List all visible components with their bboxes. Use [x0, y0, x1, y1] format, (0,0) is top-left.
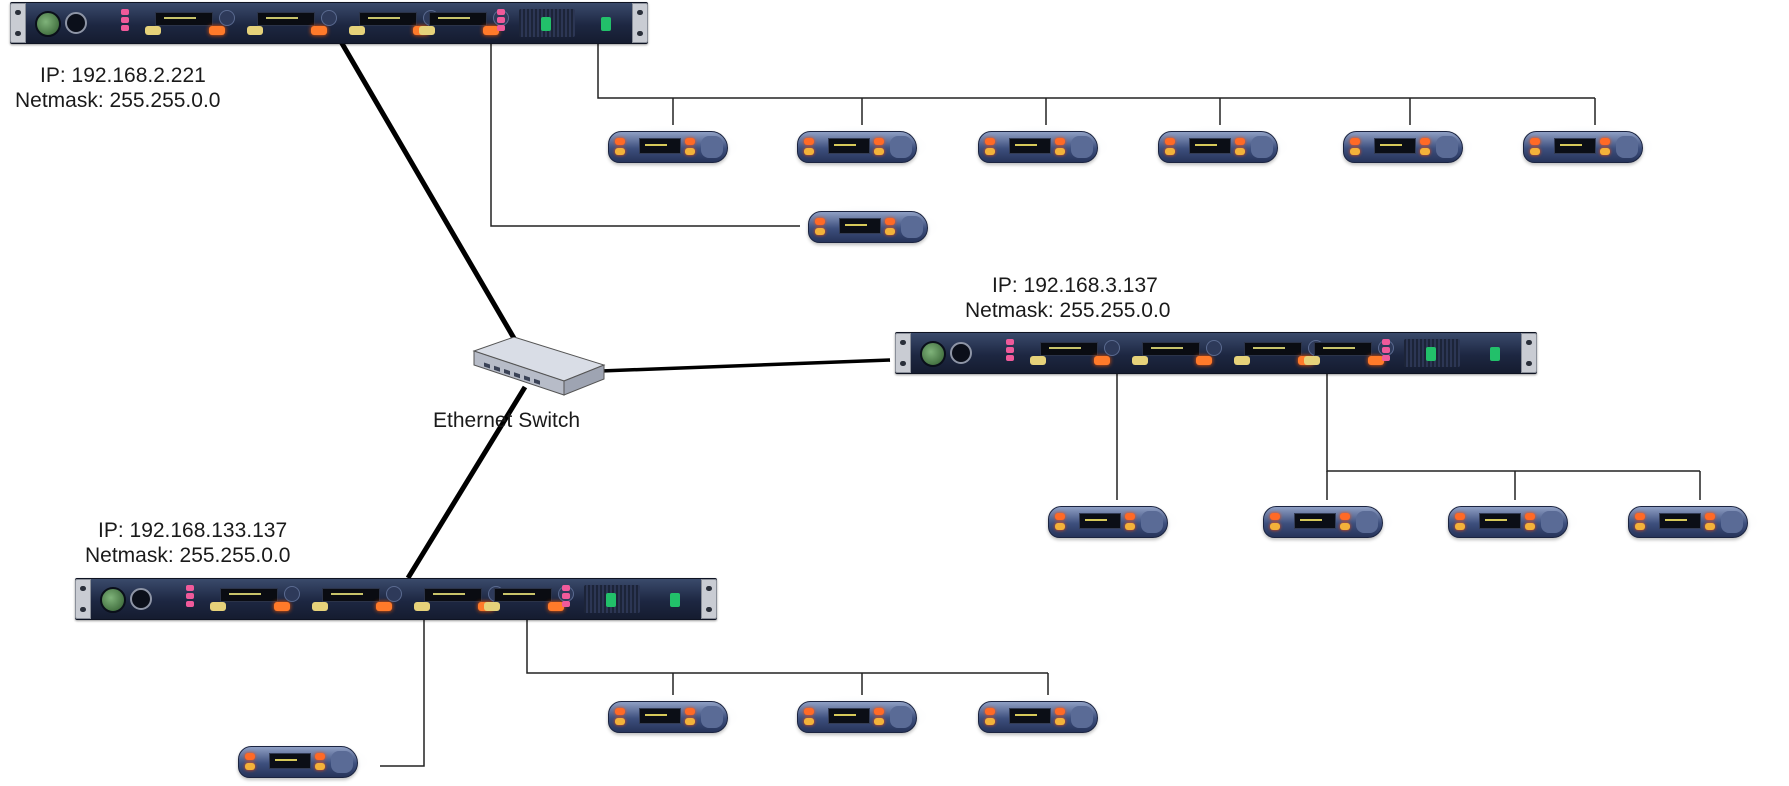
partyline-bottom-group: [526, 618, 1048, 674]
channel-panel: [1230, 340, 1330, 366]
middle-station-ip-label: IP: 192.168.3.137: [992, 274, 1158, 297]
beltpack: [1515, 125, 1655, 169]
led-column: [497, 9, 505, 37]
ethernet-switch-label: Ethernet Switch: [433, 409, 581, 432]
beltpack: [1255, 500, 1395, 544]
headset-knob: [100, 587, 126, 613]
cable-switch-to-bottom-station: [405, 385, 528, 580]
beltpack: [1440, 500, 1580, 544]
headset-jack: [65, 12, 87, 34]
volume-indicator: [670, 593, 680, 607]
main-station-middle: [895, 332, 1537, 374]
rack-ear: [895, 333, 911, 373]
main-station-bottom: [75, 578, 717, 620]
beltpack: [970, 125, 1110, 169]
main-station-top: [10, 2, 648, 44]
bottom-station-netmask-label: Netmask: 255.255.0.0: [85, 544, 291, 567]
volume-indicator: [1490, 347, 1500, 361]
beltpack: [1150, 125, 1290, 169]
cable-top-station-to-switch: [337, 38, 525, 354]
cable-switch-to-middle-station: [574, 358, 891, 374]
channel-panel: [1128, 340, 1228, 366]
beltpack: [1335, 125, 1475, 169]
top-station-ip-label: IP: 192.168.2.221: [40, 64, 206, 87]
channel-panel: [1026, 340, 1126, 366]
top-station-netmask-label: Netmask: 255.255.0.0: [15, 89, 221, 112]
led-column: [562, 585, 570, 613]
beltpack: [600, 695, 740, 739]
channel-panel: [141, 10, 241, 36]
beltpack: [1040, 500, 1180, 544]
channel-panel: [308, 586, 408, 612]
bottom-station-ip-label: IP: 192.168.133.137: [98, 519, 288, 542]
headset-knob: [920, 341, 946, 367]
beltpack: [1620, 500, 1760, 544]
beltpack: [600, 125, 740, 169]
volume-indicator: [601, 17, 611, 31]
partyline-bottom-single: [380, 618, 425, 767]
beltpack: [800, 205, 940, 249]
led-column: [186, 585, 194, 613]
beltpack: [970, 695, 1110, 739]
volume-indicator: [541, 17, 551, 31]
partyline-middle-group: [1326, 368, 1700, 472]
volume-indicator: [1426, 347, 1436, 361]
led-column: [121, 9, 129, 37]
headset-jack: [950, 342, 972, 364]
headset-jack: [130, 588, 152, 610]
led-column: [1006, 339, 1014, 367]
channel-panel: [243, 10, 343, 36]
channel-panel: [206, 586, 306, 612]
beltpack: [789, 695, 929, 739]
rack-ear: [1521, 333, 1537, 373]
rack-ear: [10, 3, 26, 43]
partyline-top-single: [490, 40, 800, 227]
beltpack: [230, 740, 370, 784]
ethernet-switch-icon: [472, 337, 606, 396]
middle-station-netmask-label: Netmask: 255.255.0.0: [965, 299, 1171, 322]
partyline-top-right: [597, 40, 1595, 99]
headset-knob: [35, 11, 61, 37]
rack-ear: [632, 3, 648, 43]
rack-ear: [75, 579, 91, 619]
rack-ear: [701, 579, 717, 619]
led-column: [1382, 339, 1390, 367]
volume-indicator: [606, 593, 616, 607]
beltpack: [789, 125, 929, 169]
